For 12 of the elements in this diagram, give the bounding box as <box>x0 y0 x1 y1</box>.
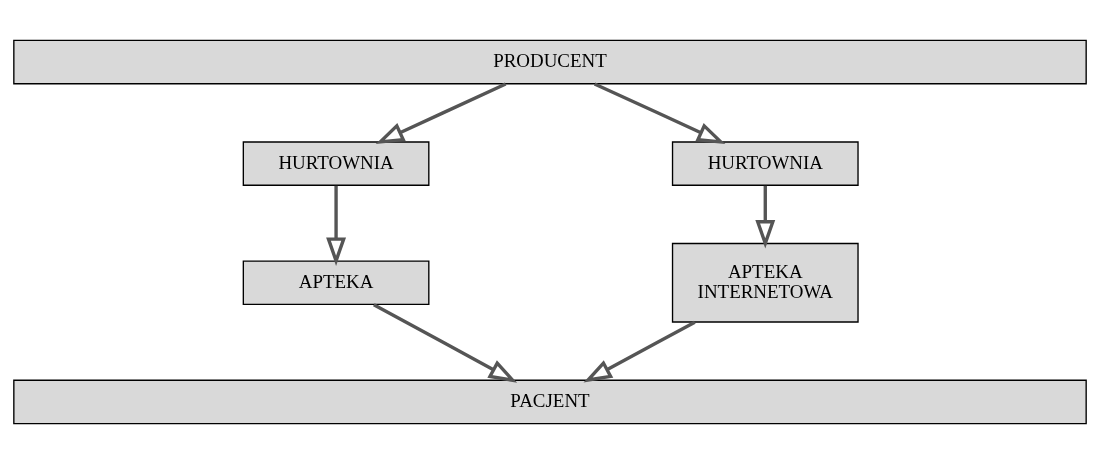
arrow <box>373 302 518 383</box>
arrow <box>755 185 776 248</box>
arrow <box>375 81 507 144</box>
node-box: PACJENT <box>13 379 1087 424</box>
node-box: APTEKA INTERNETOWA <box>671 242 859 323</box>
arrow <box>326 185 347 266</box>
node-box: HURTOWNIA <box>242 140 430 186</box>
node-box: HURTOWNIA <box>671 140 859 186</box>
arrow <box>593 81 726 144</box>
arrow <box>583 320 696 382</box>
node-box: APTEKA <box>242 259 430 305</box>
node-box: PRODUCENT <box>13 39 1087 84</box>
